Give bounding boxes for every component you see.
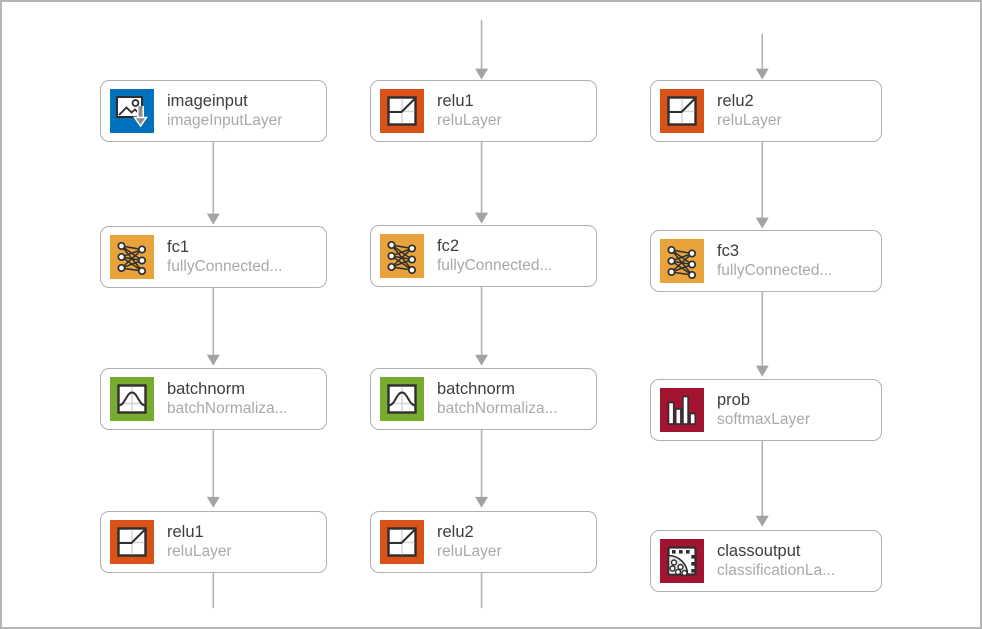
relu-icon [110, 520, 154, 564]
layer-name: relu2 [717, 92, 754, 111]
fully-connected-icon [110, 235, 154, 279]
connection-arrowhead-icon [475, 212, 489, 224]
layer-name: relu1 [167, 523, 204, 542]
layer-name: relu1 [437, 92, 474, 111]
batch-norm-icon [380, 377, 424, 421]
layer-name: imageinput [167, 92, 248, 111]
connection-arrowhead-icon [475, 496, 489, 508]
connection-arrowhead-icon [206, 496, 220, 508]
layer-name: classoutput [717, 542, 801, 561]
layer-type: reluLayer [437, 542, 502, 560]
image-input-icon [110, 89, 154, 133]
layer-type: imageInputLayer [167, 111, 283, 129]
batch-norm-icon [110, 377, 154, 421]
layer-name: fc3 [717, 242, 740, 261]
layer-name: relu2 [437, 523, 474, 542]
connection-arrowhead-icon [475, 354, 489, 366]
connection-arrowhead-icon [755, 365, 769, 377]
connection-edge[interactable] [475, 427, 489, 508]
relu-icon [380, 89, 424, 133]
fully-connected-icon [380, 234, 424, 278]
layer-name: fc1 [167, 238, 190, 257]
layer-type: fullyConnected... [717, 261, 833, 279]
connection-edge[interactable] [475, 19, 489, 80]
connection-arrowhead-icon [755, 217, 769, 229]
connection-edge[interactable] [206, 286, 220, 366]
fully-connected-icon [660, 239, 704, 283]
connection-arrowhead-icon [206, 213, 220, 225]
connection-edge[interactable] [755, 141, 769, 229]
connection-arrowhead-icon [755, 68, 769, 80]
connection-edge[interactable] [206, 141, 220, 225]
layer-type: classificationLa... [717, 561, 836, 579]
layer-type: fullyConnected... [167, 257, 283, 275]
connection-edge[interactable] [206, 427, 220, 508]
layer-type: fullyConnected... [437, 256, 553, 274]
layer-type: reluLayer [437, 111, 502, 129]
connection-arrowhead-icon [475, 68, 489, 80]
connection-edge[interactable] [475, 285, 489, 366]
layer-name: prob [717, 391, 751, 410]
layer-type: reluLayer [167, 542, 232, 560]
connection-edge[interactable] [475, 141, 489, 224]
layer-name: fc2 [437, 237, 460, 256]
connection-edge[interactable] [755, 290, 769, 377]
connection-edge[interactable] [755, 33, 769, 80]
connection-arrowhead-icon [755, 515, 769, 527]
layer-type: softmaxLayer [717, 410, 811, 428]
layer-type: batchNormaliza... [167, 399, 288, 417]
layer-type: reluLayer [717, 111, 782, 129]
classification-icon [660, 539, 704, 583]
relu-icon [380, 520, 424, 564]
layer-type: batchNormaliza... [437, 399, 558, 417]
layer-name: batchnorm [437, 380, 515, 399]
layer-name: batchnorm [167, 380, 245, 399]
connection-arrowhead-icon [206, 354, 220, 366]
relu-icon [660, 89, 704, 133]
softmax-icon [660, 388, 704, 432]
connection-edge[interactable] [755, 438, 769, 527]
